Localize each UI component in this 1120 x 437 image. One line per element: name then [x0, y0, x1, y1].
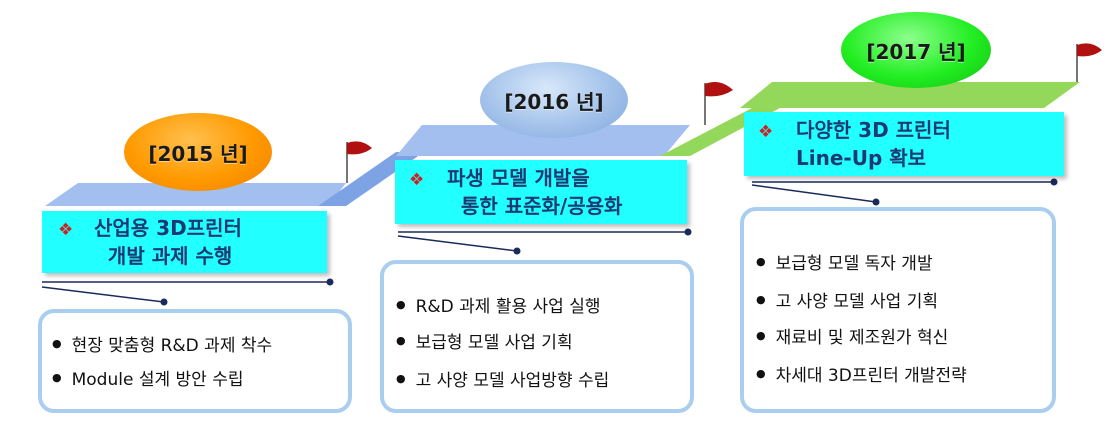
list-item: ● 보급형 모델 사업 기획 [396, 328, 573, 353]
year-badge-2017: [2017 년] [841, 12, 991, 88]
list-item: ● 재료비 및 제조원가 혁신 [756, 323, 948, 348]
list-item: ● Module 설계 방안 수립 [52, 365, 243, 390]
step-title-2017: ❖ 다양한 3D 프린터 Line-Up 확보 [744, 112, 1064, 176]
task-text: 보급형 모델 사업 기획 [415, 333, 573, 353]
task-text: 고 사양 모델 사업방향 수립 [415, 371, 610, 391]
red-flag-icon [704, 82, 733, 125]
black-circle-icon: ● [396, 298, 406, 311]
connector-2015 [41, 278, 334, 306]
task-text: 현장 맞춤형 R&D 과제 착수 [71, 336, 273, 356]
red-diamond-icon: ❖ [758, 122, 774, 142]
step-title-text: 파생 모델 개발을 통한 표준화/공용화 [447, 166, 623, 218]
list-item: ● 현장 맞춤형 R&D 과제 착수 [52, 331, 272, 356]
platform-2015 [45, 183, 346, 206]
step-title-2016: ❖ 파생 모델 개발을 통한 표준화/공용화 [395, 160, 687, 224]
step-title-2015: ❖ 산업용 3D프린터 개발 과제 수행 [42, 211, 327, 273]
black-circle-icon: ● [396, 372, 406, 385]
task-box-2015: ● 현장 맞춤형 R&D 과제 착수 ● Module 설계 방안 수립 [38, 309, 352, 413]
black-circle-icon: ● [756, 367, 766, 380]
black-circle-icon: ● [396, 334, 406, 347]
task-box-2017: ● 보급형 모델 독자 개발 ● 고 사양 모델 사업 기획 ● 재료비 및 제… [740, 207, 1056, 413]
task-text: 차세대 3D프린터 개발전략 [775, 366, 967, 386]
red-flag-icon [1076, 43, 1102, 82]
black-circle-icon: ● [756, 329, 766, 342]
task-text: 보급형 모델 독자 개발 [775, 254, 933, 274]
task-text: 재료비 및 제조원가 혁신 [775, 328, 949, 348]
red-diamond-icon: ❖ [409, 170, 425, 190]
black-circle-icon: ● [756, 255, 766, 268]
black-circle-icon: ● [756, 293, 766, 306]
platform-2017 [740, 82, 1080, 108]
black-circle-icon: ● [52, 371, 62, 384]
connector-2016 [397, 228, 692, 255]
list-item: ● 차세대 3D프린터 개발전략 [756, 361, 967, 386]
list-item: ● 보급형 모델 독자 개발 [756, 249, 933, 274]
red-diamond-icon: ❖ [58, 220, 74, 240]
task-text: R&D 과제 활용 사업 실행 [415, 297, 601, 317]
list-item: ● 고 사양 모델 사업방향 수립 [396, 366, 609, 391]
platform-2016 [396, 125, 690, 156]
red-flag-icon [346, 141, 372, 183]
step-title-text: 산업용 3D프린터 개발 과제 수행 [94, 216, 242, 268]
connector-2017 [751, 178, 1058, 206]
step-title-text: 다양한 3D 프린터 Line-Up 확보 [796, 118, 951, 170]
year-badge-2015: [2015 년] [124, 113, 272, 191]
year-badge-2016: [2016 년] [480, 62, 628, 138]
list-item: ● R&D 과제 활용 사업 실행 [396, 292, 601, 317]
list-item: ● 고 사양 모델 사업 기획 [756, 287, 938, 312]
task-box-2016: ● R&D 과제 활용 사업 실행 ● 보급형 모델 사업 기획 ● 고 사양 … [380, 260, 694, 413]
task-text: Module 설계 방안 수립 [71, 370, 244, 390]
task-text: 고 사양 모델 사업 기획 [775, 292, 938, 312]
black-circle-icon: ● [52, 337, 62, 350]
